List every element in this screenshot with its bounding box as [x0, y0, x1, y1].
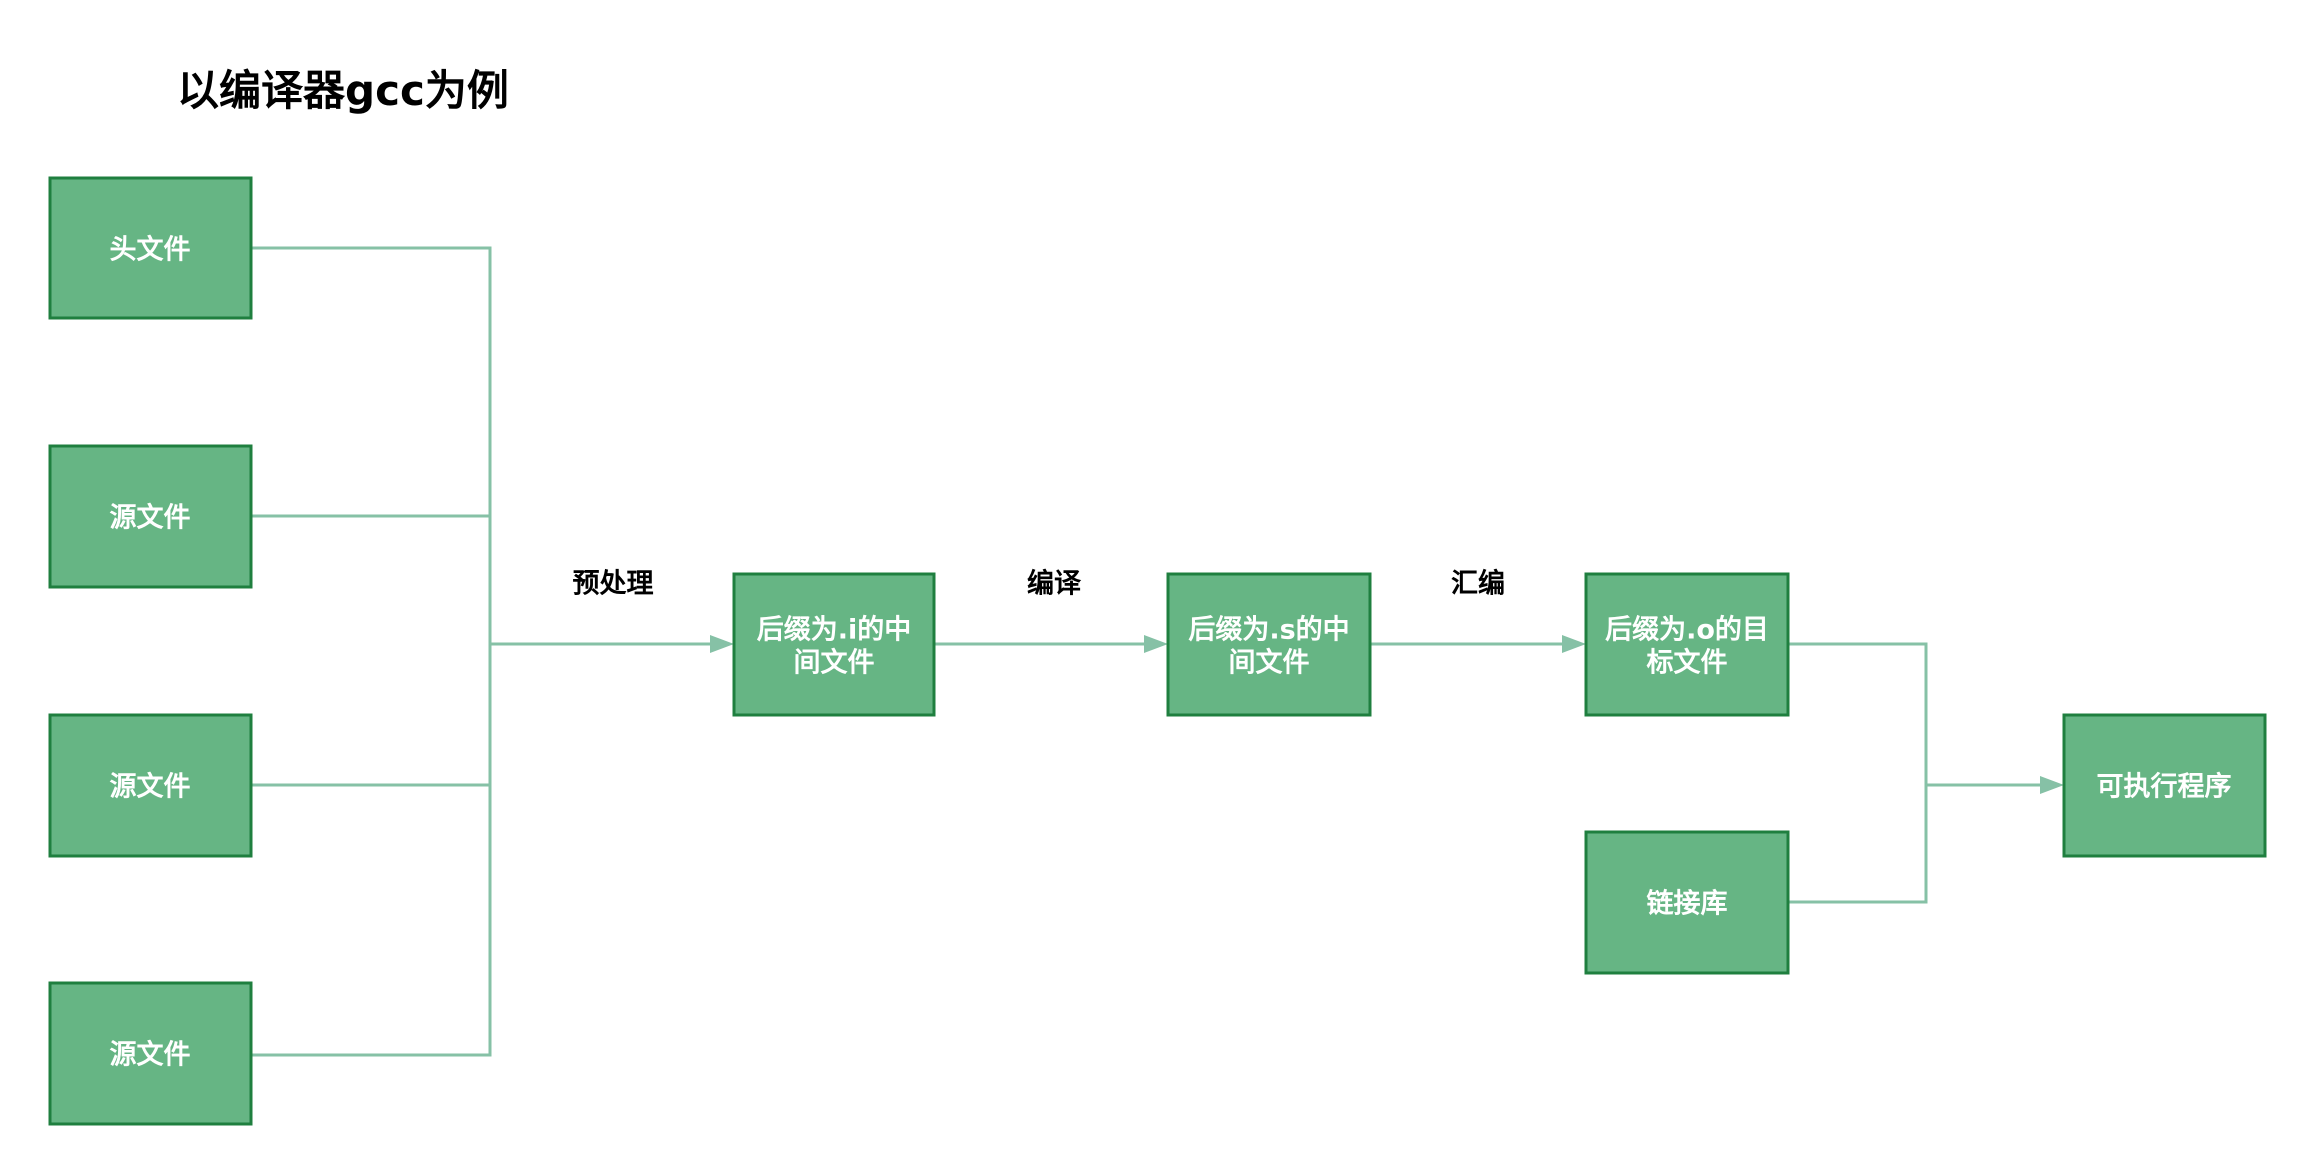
- node-source-file-3-label: 源文件: [110, 1039, 191, 1071]
- node-s-file: 后缀为.s的中 间文件: [1166, 572, 1372, 717]
- node-source-file-2-label: 源文件: [110, 771, 191, 803]
- arrowhead-s-file: [1144, 635, 1168, 653]
- edge-label-assemble: 汇编: [1451, 568, 1505, 600]
- node-executable: 可执行程序: [2062, 713, 2267, 858]
- node-executable-label: 可执行程序: [2097, 771, 2232, 803]
- arrowhead-executable: [2040, 776, 2064, 794]
- arrowhead-o-file: [1562, 635, 1586, 653]
- node-link-lib-label: 链接库: [1647, 888, 1728, 920]
- node-i-file-label-line1: 后缀为.i的中: [757, 614, 912, 646]
- node-i-file: 后缀为.i的中 间文件: [732, 572, 936, 717]
- node-s-file-label-line2: 间文件: [1229, 647, 1310, 679]
- link-connectors: [1788, 642, 2064, 904]
- node-link-lib: 链接库: [1584, 830, 1790, 975]
- node-o-file: 后缀为.o的目 标文件: [1584, 572, 1790, 717]
- diagram-title: 以编译器gcc为例: [177, 66, 509, 115]
- node-s-file-label-line1: 后缀为.s的中: [1188, 614, 1349, 646]
- node-header-file-label: 头文件: [110, 234, 191, 266]
- node-header-file: 头文件: [48, 176, 253, 320]
- node-o-file-label-line1: 后缀为.o的目: [1605, 614, 1769, 646]
- connector-header-to-trunk: [251, 246, 492, 1057]
- edge-label-preprocess: 预处理: [573, 569, 654, 600]
- node-source-file-1: 源文件: [48, 444, 253, 589]
- input-connectors: [251, 246, 492, 1057]
- connector-o-and-lib-to-merge: [1788, 642, 1928, 904]
- node-source-file-1-label: 源文件: [110, 502, 191, 534]
- edge-label-compile: 编译: [1027, 568, 1082, 600]
- node-o-file-label-line2: 标文件: [1647, 647, 1728, 679]
- arrowhead-i-file: [710, 635, 734, 653]
- node-i-file-label-line2: 间文件: [794, 647, 875, 679]
- node-source-file-2: 源文件: [48, 713, 253, 858]
- node-source-file-3: 源文件: [48, 981, 253, 1126]
